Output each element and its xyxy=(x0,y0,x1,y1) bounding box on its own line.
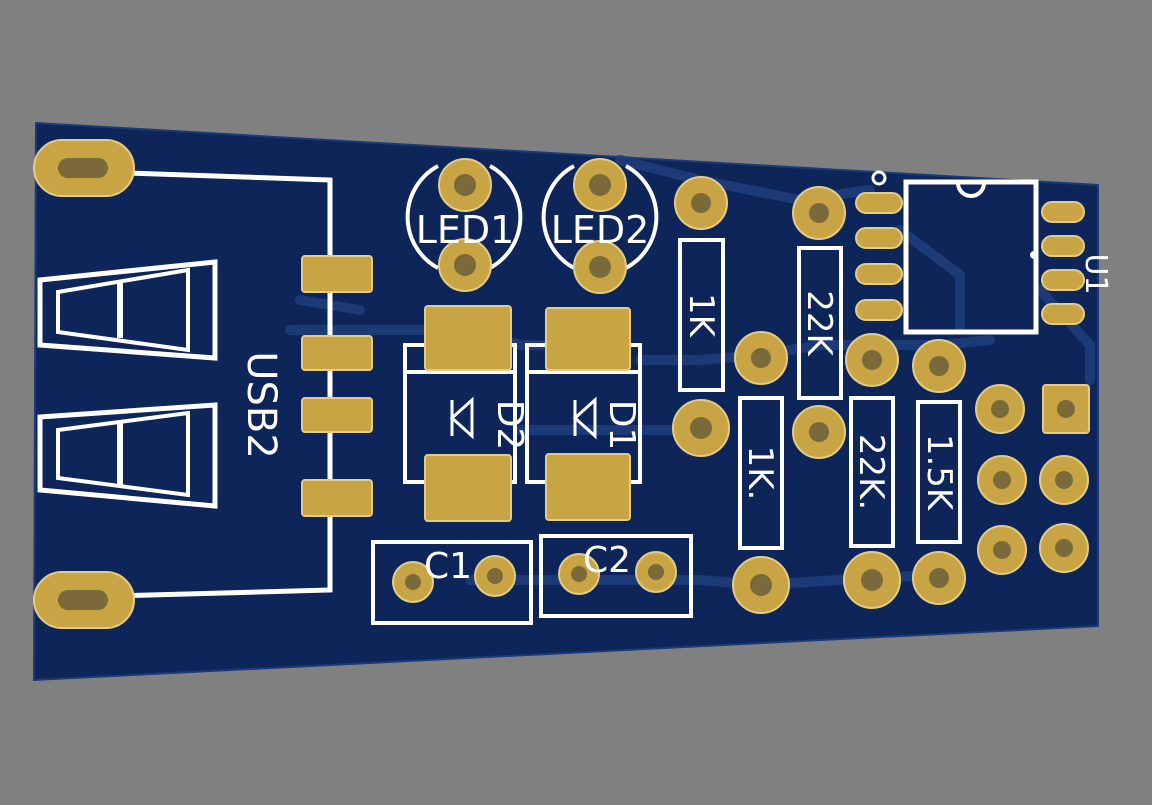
c1-footprint xyxy=(371,540,533,625)
led1-footprint xyxy=(405,158,523,292)
resistor-1k-top-label: 1K xyxy=(681,293,721,339)
resistor-22k-top-label: 22K xyxy=(799,290,839,357)
usb-smd-pads xyxy=(301,255,373,517)
d1-label: D1 xyxy=(601,400,642,451)
pin-header xyxy=(975,384,1090,575)
usb2-label: USB2 xyxy=(238,351,284,459)
led2-footprint xyxy=(541,158,659,294)
d2-footprint xyxy=(403,305,517,522)
usb-connector-outline xyxy=(37,167,333,601)
d1-footprint xyxy=(525,307,642,521)
led2-label: LED2 xyxy=(551,208,650,252)
d2-label: D2 xyxy=(489,400,530,451)
resistor-22k-bottom-label: 22K. xyxy=(851,434,891,510)
led1-label: LED1 xyxy=(416,208,515,252)
resistor-22k-top xyxy=(792,186,846,459)
c2-label: C2 xyxy=(583,540,631,581)
resistor-1k-top xyxy=(672,176,730,457)
pcb-board xyxy=(32,121,1099,682)
u1-ic-footprint xyxy=(855,170,1085,335)
resistor-1-5k xyxy=(912,339,966,605)
resistor-22k-bottom xyxy=(843,333,901,609)
u1-label: U1 xyxy=(1078,253,1113,294)
c2-footprint xyxy=(539,534,693,618)
resistor-1k-bottom xyxy=(732,331,790,614)
usb-mounting-slots xyxy=(33,139,135,629)
resistor-1-5k-label: 1.5K xyxy=(919,434,959,512)
resistor-1k-bottom-label: 1K. xyxy=(740,446,780,501)
c1-label: C1 xyxy=(424,546,472,587)
